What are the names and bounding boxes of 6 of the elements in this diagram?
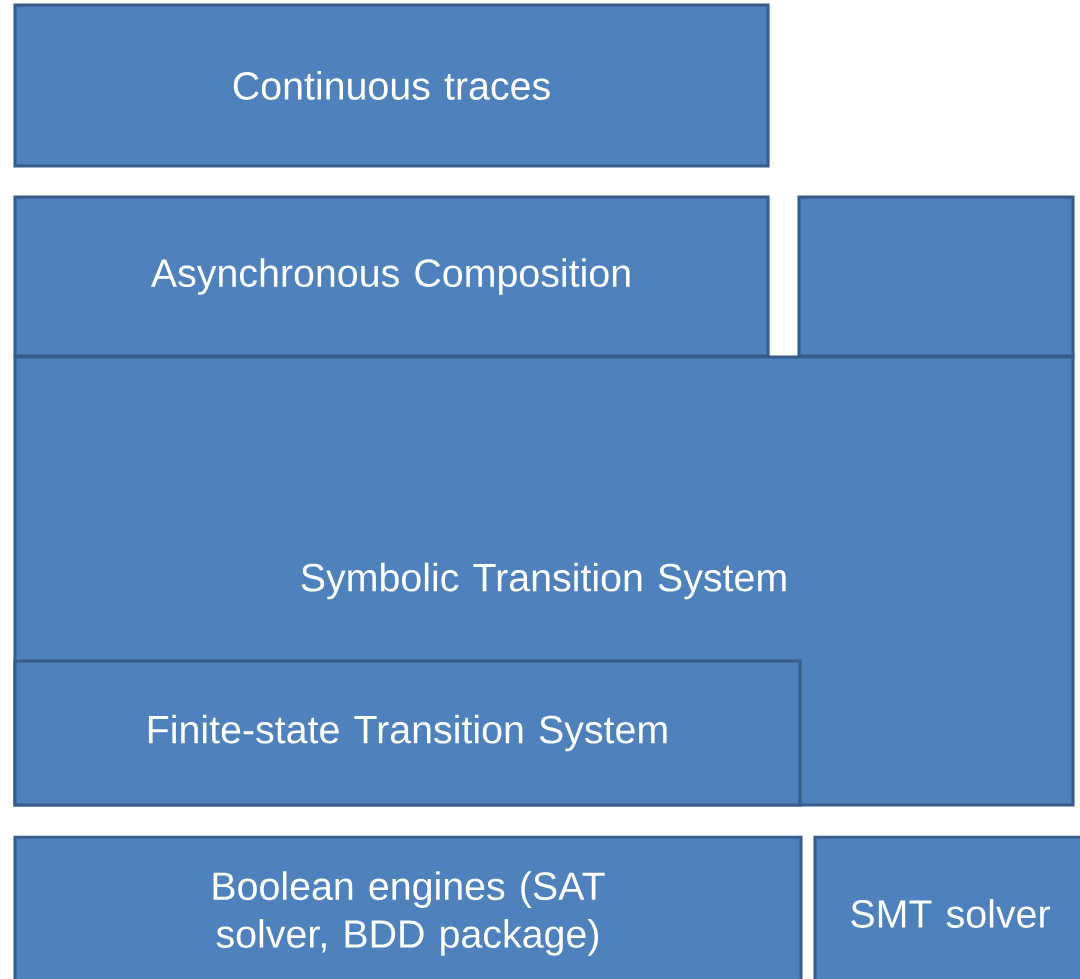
layer-box: Boolean engines (SAT solver, BDD package) — [13, 835, 803, 979]
layer-box: Asynchronous Composition — [13, 195, 770, 358]
layer-box: SMT solver — [813, 835, 1080, 979]
layer-box: Continuous traces — [13, 3, 770, 168]
layer-box: Finite-state Transition System — [13, 659, 802, 807]
layer-box — [797, 195, 1075, 358]
